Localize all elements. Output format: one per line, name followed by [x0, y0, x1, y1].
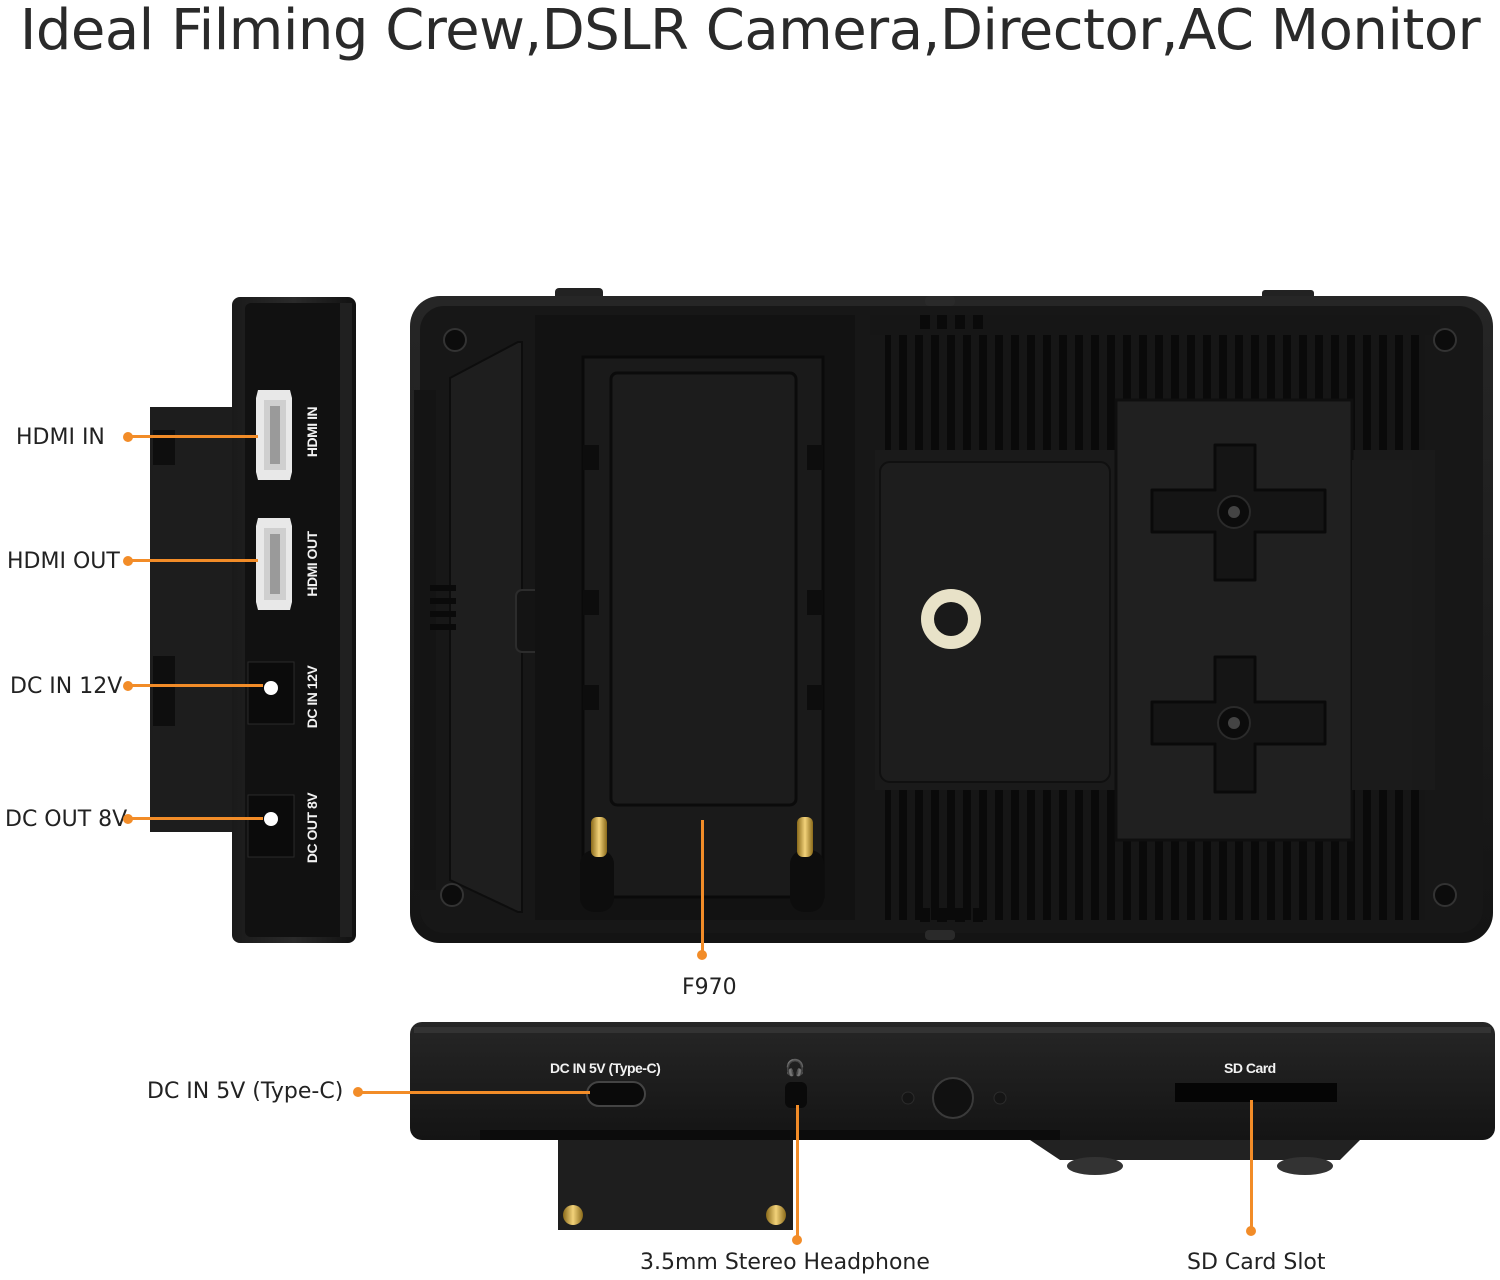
- port-label-hdmi-in: HDMI IN: [304, 406, 320, 458]
- back-view: [410, 288, 1493, 943]
- callout-dot: [697, 950, 707, 960]
- port-label-hdmi-out: HDMI OUT: [304, 531, 320, 597]
- dc-out-8v-port: [247, 794, 295, 858]
- cross-mount-top: [1150, 443, 1327, 582]
- callout-dot: [1246, 1226, 1256, 1236]
- hdmi-in-port: [256, 390, 292, 480]
- callout-dc-in-5v-typec: DC IN 5V (Type-C): [147, 1079, 344, 1104]
- hdmi-out-port: [256, 518, 292, 610]
- battery-plate-edge: [558, 1130, 793, 1230]
- callout-dot: [792, 1235, 802, 1245]
- headphone-jack: [785, 1082, 807, 1108]
- callout-headphone: 3.5mm Stereo Headphone: [640, 1250, 930, 1275]
- callout-leader: [128, 817, 263, 820]
- callout-hdmi-out: HDMI OUT: [7, 549, 120, 574]
- port-label-typec: DC IN 5V (Type-C): [550, 1060, 661, 1076]
- callout-dc-out-8v: DC OUT 8V: [5, 807, 128, 832]
- dc-in-12v-port: [247, 661, 295, 725]
- sd-card-slot: [1175, 1083, 1337, 1102]
- callout-leader: [128, 435, 258, 438]
- page-title: Ideal Filming Crew,DSLR Camera,Director,…: [19, 0, 1481, 63]
- battery-contacts: [580, 817, 824, 912]
- callout-hdmi-in: HDMI IN: [16, 425, 105, 450]
- side-view: [150, 297, 356, 943]
- callout-leader: [128, 559, 258, 562]
- callout-leader: [796, 1105, 799, 1240]
- bottom-dial: [932, 1077, 974, 1119]
- callout-leader: [1250, 1100, 1253, 1230]
- port-label-dc-in-12v: DC IN 12V: [304, 665, 320, 729]
- port-label-dc-out-8v: DC OUT 8V: [304, 792, 320, 864]
- headphone-icon: 🎧: [785, 1060, 805, 1077]
- callout-dc-in-12v: DC IN 12V: [10, 674, 123, 699]
- callout-leader: [701, 820, 704, 955]
- typec-port: [586, 1081, 646, 1107]
- callout-sd-card-slot: SD Card Slot: [1187, 1250, 1326, 1275]
- callout-leader: [358, 1091, 590, 1094]
- bottom-view: [410, 1022, 1495, 1230]
- cross-mount-bottom: [1150, 655, 1327, 794]
- callout-f970: F970: [682, 975, 737, 1000]
- callout-leader: [128, 684, 263, 687]
- port-label-sd-card: SD Card: [1224, 1060, 1276, 1076]
